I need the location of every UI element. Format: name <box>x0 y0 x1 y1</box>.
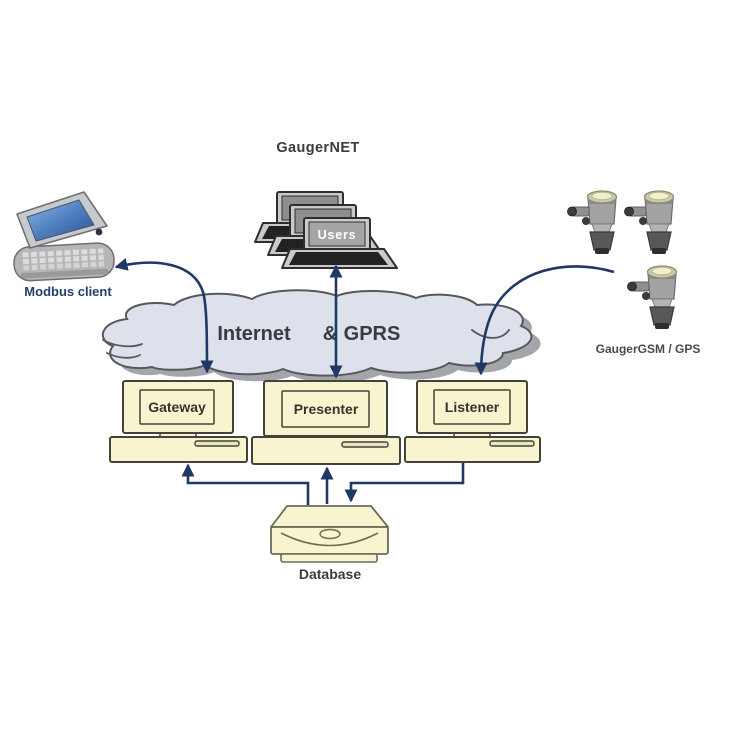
cloud-body <box>101 289 533 377</box>
cloud-label-internet: Internet <box>217 323 291 345</box>
gauger-sensor-icon <box>566 190 618 255</box>
gateway-server-icon: Gateway <box>109 380 248 463</box>
gauger-sensor-icon <box>623 190 675 255</box>
database-label: Database <box>299 566 361 582</box>
arrow-gateway-modbus <box>114 258 214 374</box>
listener-server-icon: Listener <box>404 380 541 463</box>
arrow-listener-database <box>344 463 465 503</box>
users-label: Users <box>318 228 357 242</box>
modbus-client-label: Modbus client <box>24 284 112 299</box>
arrow-sensors-listener <box>474 265 615 376</box>
presenter-label: Presenter <box>294 401 359 417</box>
pda-camera <box>95 228 103 236</box>
sensors-label: GaugerGSM / GPS <box>596 342 701 356</box>
presenter-server-icon: Presenter <box>251 380 401 465</box>
diagram-title: GaugerNET <box>276 140 359 156</box>
users-laptops-icon: Users <box>254 191 398 269</box>
cloud-curl <box>471 329 510 339</box>
laptop-front: Users <box>281 217 398 269</box>
drive-slot <box>341 441 389 448</box>
cloud-label-gprs: GPRS <box>344 323 401 345</box>
modbus-client-icon <box>13 191 115 282</box>
gauger-sensor-icon <box>626 265 678 330</box>
listener-label: Listener <box>445 399 500 415</box>
pda-screen <box>26 199 95 242</box>
gateway-label: Gateway <box>148 399 206 415</box>
drive-slot <box>489 440 535 447</box>
drive-slot <box>194 440 240 447</box>
gauger-sensors-icon <box>566 190 678 330</box>
arrow-database-gateway <box>181 463 310 505</box>
database-icon <box>270 505 389 563</box>
internet-gprs-cloud: Internet & GPRS <box>101 289 541 383</box>
